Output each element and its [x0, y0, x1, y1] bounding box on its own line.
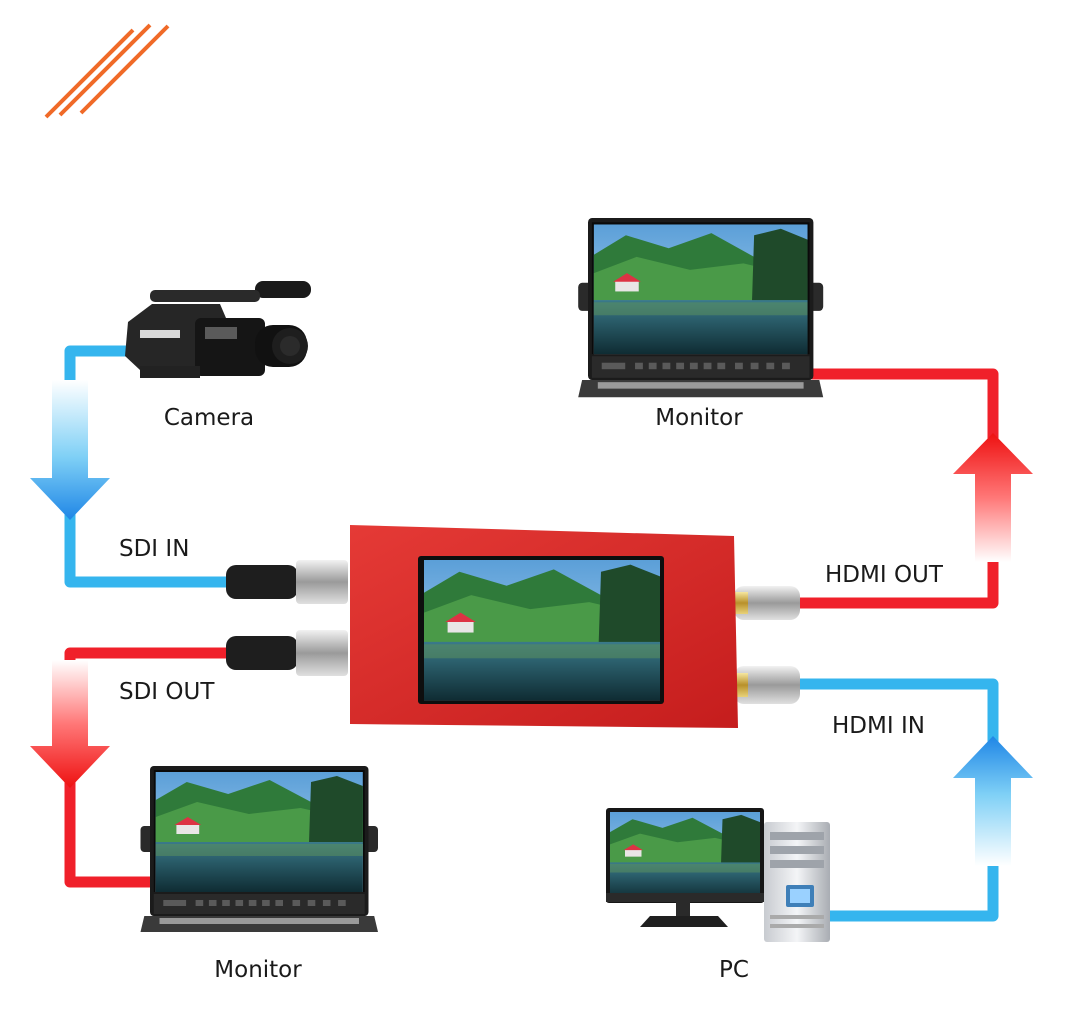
monitor-bottom-label: Monitor [214, 957, 302, 983]
pc-label: PC [719, 957, 749, 983]
desktop-pc-icon [606, 808, 830, 942]
converter-box-icon [226, 525, 800, 728]
field-monitor-icon [141, 766, 379, 932]
field-monitor-icon [578, 218, 823, 397]
arrow-down-red-icon [30, 660, 110, 788]
hdmi-in-label: HDMI IN [832, 713, 925, 739]
monitor-top-label: Monitor [655, 405, 743, 431]
arrow-up-blue-icon [953, 736, 1033, 866]
camcorder-icon [125, 281, 311, 378]
arrow-down-blue-icon [30, 380, 110, 520]
camera-label: Camera [163, 405, 255, 431]
hdmi-out-label: HDMI OUT [825, 562, 943, 588]
orange-stripes-icon [44, 23, 170, 119]
sdi-out-label: SDI OUT [119, 679, 215, 705]
arrow-up-red-icon [953, 433, 1033, 562]
sdi-in-label: SDI IN [119, 536, 190, 562]
